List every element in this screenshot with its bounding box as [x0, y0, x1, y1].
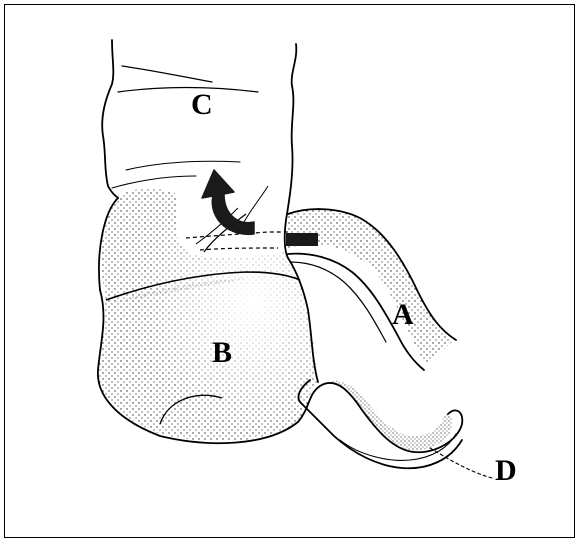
label-d: D	[495, 454, 517, 487]
segment-d	[298, 380, 492, 478]
label-b: B	[212, 336, 232, 369]
label-c: C	[191, 88, 213, 121]
label-a: A	[392, 298, 414, 331]
connector-bar	[286, 233, 318, 246]
curved-arrow-icon	[202, 170, 254, 234]
